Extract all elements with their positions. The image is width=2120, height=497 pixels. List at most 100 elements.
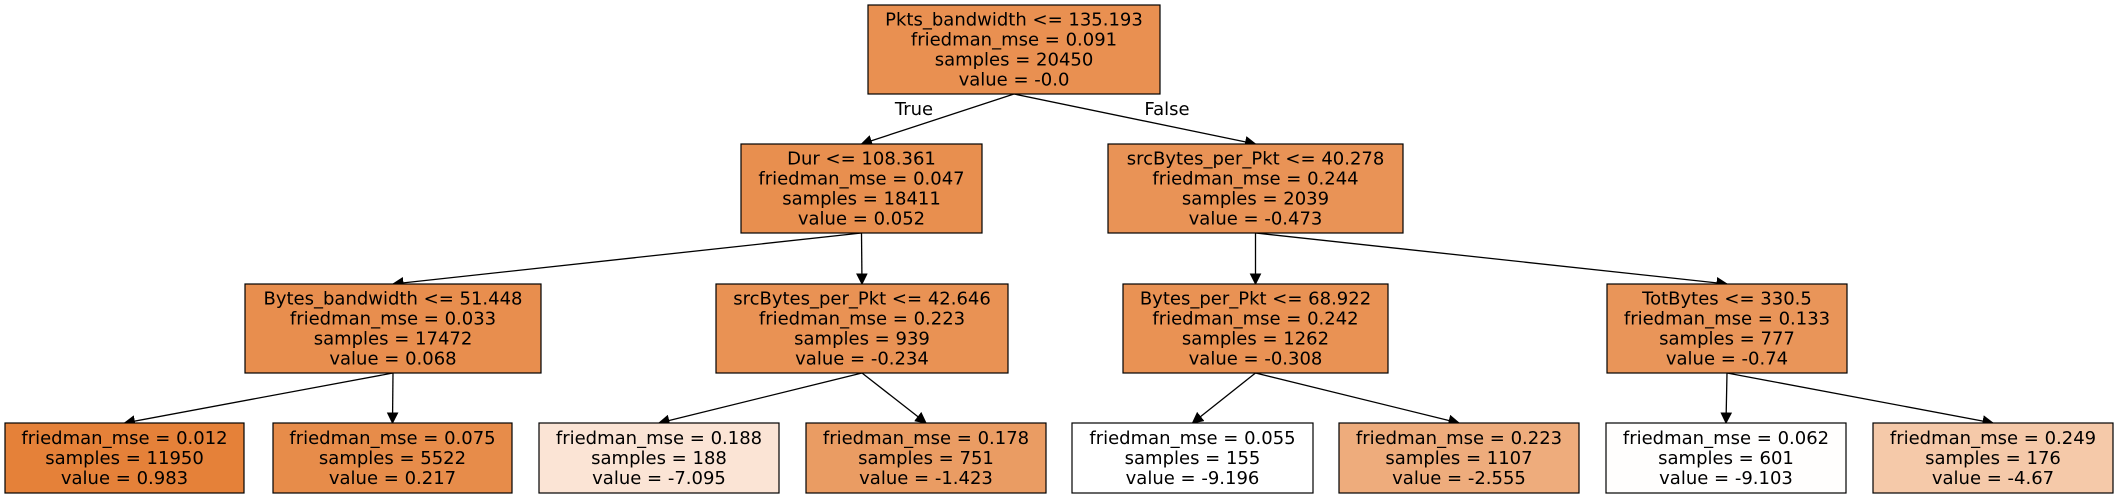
node-text-line: value = -9.103 bbox=[1659, 468, 1793, 489]
node-text-line: samples = 1107 bbox=[1385, 448, 1532, 469]
edge-n1-n4 bbox=[856, 232, 868, 286]
node-text-line: samples = 601 bbox=[1658, 448, 1794, 469]
edge-arrow bbox=[1720, 372, 1733, 425]
node-box bbox=[740, 143, 983, 234]
edge-arrow bbox=[860, 93, 1015, 147]
node-box bbox=[272, 422, 513, 494]
node-box bbox=[1107, 143, 1404, 234]
node-text-line: friedman_mse = 0.062 bbox=[1623, 428, 1829, 449]
node-text-line: value = -0.74 bbox=[1666, 349, 1788, 370]
node-text-line: samples = 777 bbox=[1659, 329, 1795, 350]
node-text-line: value = -0.234 bbox=[795, 349, 929, 370]
node-text-line: friedman_mse = 0.188 bbox=[556, 428, 762, 449]
node-text-line: value = -2.555 bbox=[1392, 468, 1526, 489]
node-box bbox=[1872, 422, 2114, 494]
edges-layer: True False bbox=[123, 93, 1995, 427]
edge-n4-n9 bbox=[657, 372, 863, 427]
node-text-line: samples = 2039 bbox=[1182, 189, 1329, 210]
node-text-line: friedman_mse = 0.244 bbox=[1152, 169, 1358, 190]
node-box bbox=[867, 4, 1161, 95]
node-box bbox=[715, 283, 1009, 374]
node-text-line: samples = 188 bbox=[591, 448, 727, 469]
edge-n6-n14 bbox=[1726, 372, 1995, 427]
edge-arrow bbox=[657, 372, 863, 427]
node-text-line: friedman_mse = 0.223 bbox=[1356, 428, 1562, 449]
node-box bbox=[1338, 422, 1580, 494]
edge-arrow bbox=[861, 372, 927, 424]
node-text-line: value = 0.217 bbox=[329, 468, 456, 489]
edge-n1-n3 bbox=[391, 232, 862, 289]
node-box bbox=[1122, 283, 1389, 374]
edge-arrow bbox=[856, 232, 868, 286]
edge-arrow bbox=[386, 372, 399, 425]
node-box bbox=[4, 422, 245, 494]
node-text-line: samples = 176 bbox=[1925, 448, 2061, 469]
node-box bbox=[1071, 422, 1314, 494]
edge-arrow bbox=[1255, 372, 1461, 427]
node-text-line: friedman_mse = 0.133 bbox=[1624, 309, 1830, 330]
node-text-line: friedman_mse = 0.242 bbox=[1152, 309, 1358, 330]
node-text-line: Dur <= 108.361 bbox=[787, 149, 936, 170]
edge-arrow bbox=[1191, 372, 1256, 424]
edge-label-true: True bbox=[894, 99, 933, 120]
edge-arrow bbox=[123, 372, 394, 427]
node-text-line: friedman_mse = 0.178 bbox=[823, 428, 1029, 449]
nodes-layer: Pkts_bandwidth <= 135.193 friedman_mse = … bbox=[4, 4, 2114, 494]
node-text-line: samples = 939 bbox=[794, 329, 930, 350]
edge-label-false: False bbox=[1144, 99, 1189, 120]
node-text-line: samples = 11950 bbox=[45, 448, 204, 469]
node-text-line: srcBytes_per_Pkt <= 42.646 bbox=[733, 289, 991, 310]
node-text-line: value = -9.196 bbox=[1126, 468, 1260, 489]
edge-arrow bbox=[1013, 93, 1257, 148]
node-text-line: samples = 155 bbox=[1125, 448, 1261, 469]
node-text-line: samples = 17472 bbox=[314, 329, 473, 350]
node-text-line: TotBytes <= 330.5 bbox=[1641, 289, 1812, 310]
node-text-line: samples = 18411 bbox=[782, 189, 941, 210]
edge-n6-n13 bbox=[1720, 372, 1733, 425]
node-text-line: friedman_mse = 0.223 bbox=[759, 309, 965, 330]
node-box bbox=[1606, 283, 1848, 374]
edge-n0-n1: True bbox=[860, 93, 1015, 147]
node-text-line: value = -1.423 bbox=[859, 468, 993, 489]
node-text-line: srcBytes_per_Pkt <= 40.278 bbox=[1127, 149, 1385, 170]
node-text-line: samples = 1262 bbox=[1182, 329, 1329, 350]
node-text-line: samples = 5522 bbox=[319, 448, 466, 469]
edge-n3-n7 bbox=[123, 372, 394, 427]
node-text-line: friedman_mse = 0.055 bbox=[1089, 428, 1295, 449]
node-text-line: value = -0.473 bbox=[1189, 209, 1323, 230]
node-box bbox=[805, 422, 1047, 494]
edge-n0-n2: False bbox=[1013, 93, 1257, 148]
node-text-line: value = 0.068 bbox=[329, 349, 456, 370]
node-text-line: value = 0.983 bbox=[61, 468, 188, 489]
node-text-line: friedman_mse = 0.249 bbox=[1890, 428, 2096, 449]
node-text-line: friedman_mse = 0.033 bbox=[290, 309, 496, 330]
edge-n2-n6 bbox=[1255, 232, 1729, 289]
edge-arrow bbox=[1726, 372, 1995, 427]
edge-arrow bbox=[1255, 232, 1729, 289]
node-text-line: Bytes_bandwidth <= 51.448 bbox=[263, 289, 522, 310]
edge-n5-n11 bbox=[1191, 372, 1256, 424]
edge-arrow bbox=[391, 232, 862, 289]
node-text-line: Pkts_bandwidth <= 135.193 bbox=[885, 10, 1143, 31]
node-text-line: value = -4.67 bbox=[1932, 468, 2054, 489]
node-text-line: value = -0.0 bbox=[959, 70, 1070, 91]
node-box bbox=[538, 422, 780, 494]
edge-n3-n8 bbox=[386, 372, 399, 425]
node-text-line: samples = 751 bbox=[858, 448, 994, 469]
edge-n5-n12 bbox=[1255, 372, 1461, 427]
